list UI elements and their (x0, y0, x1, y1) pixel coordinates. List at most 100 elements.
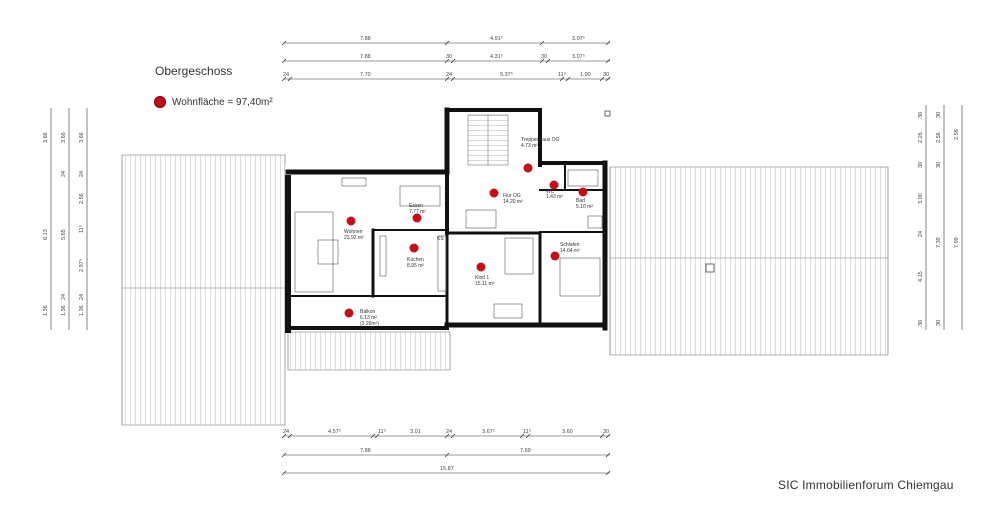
dimension-label: 1.90 (580, 72, 591, 78)
dimension-label: 30 (603, 72, 609, 78)
roof-left (121, 154, 286, 426)
dimension-label: 24 (283, 429, 289, 435)
room-area: 1.43 m² (546, 194, 563, 200)
room-name: Küchen (407, 257, 424, 263)
dimension-label: 7.88 (360, 54, 371, 60)
dimensions-bottom (281, 433, 611, 476)
room-name: Essen (409, 203, 423, 209)
legend: Wohnfläche = 97,40m² (154, 96, 273, 108)
dimension-label: 3.07⁵ (572, 35, 585, 42)
legend-marker-icon (154, 96, 166, 108)
dimension-labels-bottom: 24 4.57⁵ 11⁵ 3.01 24 3.67⁵ 11⁵ 3.60 30 7… (283, 428, 609, 472)
room-name: Wohnen (344, 229, 363, 235)
room-name: Balkon (360, 309, 376, 315)
room-name: Treppenhaus OG (521, 137, 560, 143)
dimension-label: 4.57⁵ (328, 428, 341, 435)
dimension-label: 30 (918, 162, 924, 168)
dimension-label: 4.31⁵ (490, 53, 503, 60)
dimension-label: 24 (918, 231, 924, 237)
dimension-label: 3.07⁵ (572, 53, 585, 60)
dimension-label: 7.39 (936, 237, 942, 248)
dimension-label: 24 (283, 72, 289, 78)
walls (285, 107, 608, 333)
room-markers (344, 163, 588, 318)
company-footer: SIC Immobilienforum Chiemgau (778, 478, 954, 492)
dimension-label: 1.36 (61, 305, 67, 316)
dimension-label: 24 (61, 294, 67, 300)
dimension-label: 6.13 (43, 229, 49, 240)
dimension-label: 3.60 (562, 429, 573, 435)
room-name: Bad (576, 198, 585, 204)
room-area: 8.95 m² (407, 263, 424, 269)
room-marker-flur (489, 188, 499, 198)
room-marker-kuechen (409, 243, 419, 253)
room-marker-schlafen (550, 251, 560, 261)
dimension-label: 11⁵ (378, 428, 386, 435)
room-name: Schlafen (560, 242, 580, 248)
room-marker-essen (412, 213, 422, 223)
dimension-label: 3.66 (79, 132, 85, 143)
room-area: 4.73 m² (521, 143, 538, 149)
plan-title: Obergeschoss (155, 64, 233, 78)
room-area-extra: (3.26m²) (360, 321, 379, 327)
room-marker-bad (578, 187, 588, 197)
dimension-label: 24 (61, 171, 67, 177)
dimension-labels-right: 30 2.26 30 3.00 24 4.15 30 30 2.56 30 7.… (918, 112, 960, 326)
dimension-label: 4.91⁵ (490, 35, 503, 42)
room-name: WC (546, 189, 555, 195)
dimension-label: 15.87 (440, 466, 454, 472)
room-labels: Treppenhaus OG 4.73 m² Flur OG 14.20 m² … (344, 137, 593, 327)
dimension-label: 11⁵ (523, 428, 531, 435)
roof-window-icon (705, 263, 715, 273)
dimension-label: 7.88 (360, 448, 371, 454)
room-area: 14.64 m² (560, 248, 580, 254)
dimension-label: 2.26 (918, 132, 924, 143)
dimension-label: 24 (79, 171, 85, 177)
dimensions-right (925, 105, 963, 330)
dimension-label: 3.00 (918, 193, 924, 204)
room-marker-wc (549, 180, 559, 190)
dimension-label: 30 (918, 112, 924, 118)
dimensions-top (281, 40, 611, 82)
dimension-label: 24 (446, 72, 452, 78)
furniture (294, 169, 603, 319)
dimension-label: 1.36 (43, 305, 49, 316)
dimension-label: 3.66 (43, 132, 49, 143)
dimension-label: 2.56 (79, 193, 85, 204)
dimension-label: 30 (936, 162, 942, 168)
legend-label: Wohnfläche = 97,40m² (172, 96, 273, 108)
room-marker-balkon (344, 308, 354, 318)
room-marker-wohnen (346, 216, 356, 226)
room-name: Flur OG (503, 193, 521, 199)
dimension-label: 3.66 (61, 132, 67, 143)
dimension-label: 2.56 (936, 132, 942, 143)
dimension-label: 11⁵ (558, 71, 566, 78)
roof-bottom (287, 331, 451, 371)
dimension-labels-top: 7.88 4.91⁵ 3.07⁵ 7.88 30 4.31⁵ 30 3.07⁵ … (283, 35, 609, 78)
north-marker-icon (604, 110, 611, 117)
dimension-label: 30 (936, 112, 942, 118)
dimension-label: 2.56 (954, 129, 960, 140)
dimension-label: 7.99 (954, 237, 960, 248)
dimension-label: 3.01 (410, 429, 421, 435)
dimension-label: 2.97⁵ (78, 259, 85, 272)
dimension-label: 30 (541, 54, 547, 60)
staircase (467, 114, 509, 166)
dimension-labels-left: 3.66 6.13 1.36 3.66 24 5.65 24 1.36 3.66… (43, 132, 85, 316)
dimension-label: 3.67⁵ (482, 428, 495, 435)
dimension-label: 7.69 (520, 448, 531, 454)
dimensions-left (50, 108, 88, 330)
dimension-label: 24 (446, 429, 452, 435)
dimension-label: 30 (603, 429, 609, 435)
dimension-label: 7.70 (360, 72, 371, 78)
room-area: 15.11 m² (475, 281, 495, 287)
room-area: 5.10 m² (576, 204, 593, 210)
dimension-label: 7.88 (360, 36, 371, 42)
dimension-label: 5.37⁵ (500, 71, 513, 78)
dimension-label: 5.65 (61, 229, 67, 240)
room-marker-kind (476, 262, 486, 272)
roof-right (609, 166, 889, 356)
dimension-label: 24 (79, 294, 85, 300)
